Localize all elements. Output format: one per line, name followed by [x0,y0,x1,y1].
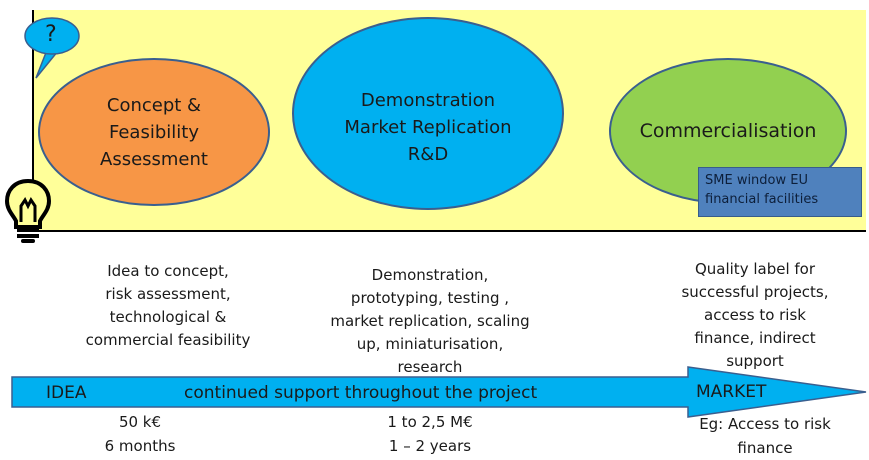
question-mark: ? [45,22,57,47]
stage-label-line: Demonstration [360,90,496,111]
description-line: Idea to concept, [107,262,229,280]
stage-demonstration-ellipse: Demonstration Market Replication R&D [292,17,564,210]
funding-duration: 1 – 2 years [388,437,472,455]
description-line: successful projects, [681,283,829,301]
description-line: up, miniaturisation, [356,335,504,353]
lightbulb-icon [4,178,52,243]
stage-label-line: Commercialisation [639,120,817,142]
description-concept: Idea to concept, risk assessment, techno… [52,260,284,352]
stage-concept-ellipse: Concept & Feasibility Assessment [38,58,270,206]
funding-note: Eg: Access to risk [699,415,831,433]
arrow-middle-label: continued support throughout the project [184,383,538,403]
sme-box-line: financial facilities [705,192,819,207]
funding-amount: 50 k€ [118,413,162,431]
funding-concept: 50 k€ 6 months [60,410,220,458]
sme-box-line: SME window EU [705,173,808,188]
funding-demonstration: 1 to 2,5 M€ 1 – 2 years [340,410,520,458]
stage-label-line: Concept & [106,94,202,116]
description-line: prototyping, testing , [350,289,510,307]
description-line: access to risk [704,306,806,324]
description-line: technological & [109,308,227,326]
arrow-end-label: MARKET [696,382,767,402]
description-line: support [726,352,784,370]
description-commercialisation: Quality label for successful projects, a… [660,258,850,373]
funding-duration: 6 months [104,437,176,455]
description-line: market replication, scaling [330,312,530,330]
funding-amount: 1 to 2,5 M€ [387,413,473,431]
description-line: Demonstration, [371,266,489,284]
stage-label-line: R&D [407,144,449,165]
description-line: Quality label for [694,260,816,278]
timeline-arrow [11,366,867,418]
description-line: commercial feasibility [85,331,251,349]
sme-window-box: SME window EU financial facilities [698,167,862,217]
funding-note: finance [737,439,793,457]
stage-label-line: Assessment [100,148,208,170]
stage-label-line: Feasibility [108,121,199,143]
description-line: risk assessment, [105,285,231,303]
stage-label-line: Market Replication [344,117,512,138]
description-line: research [397,358,463,376]
description-demonstration: Demonstration, prototyping, testing , ma… [305,264,555,379]
arrow-start-label: IDEA [46,383,87,403]
description-line: finance, indirect [694,329,816,347]
funding-commercialisation: Eg: Access to risk finance [680,412,850,460]
speech-bubble-icon [24,17,80,79]
